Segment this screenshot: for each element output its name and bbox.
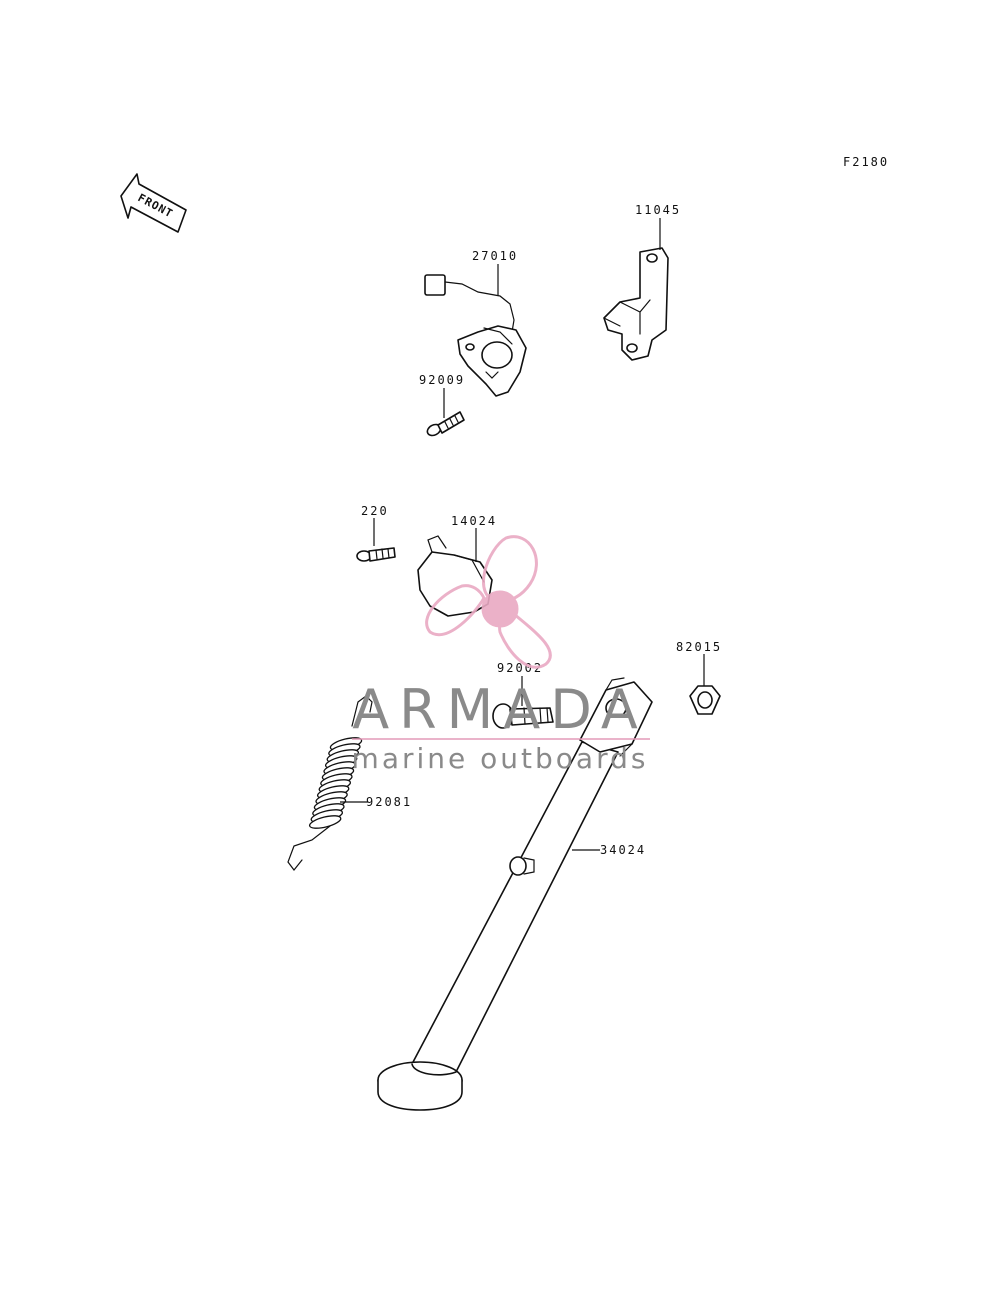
spring-coil — [308, 815, 342, 829]
callout-14024: 14024 — [451, 514, 497, 528]
callout-92002: 92002 — [497, 661, 543, 675]
side-stand-34024 — [377, 677, 653, 1111]
callout-34024: 34024 — [600, 843, 646, 857]
callout-220: 220 — [361, 504, 389, 518]
bracket-11045 — [603, 247, 669, 361]
callout-27010: 27010 — [472, 249, 518, 263]
watermark-subtitle: marine outboards — [352, 742, 649, 775]
screw-220 — [356, 547, 396, 562]
propeller-logo-icon — [425, 535, 552, 669]
callout-92009: 92009 — [419, 373, 465, 387]
watermark-title: ARMADA — [352, 678, 648, 741]
spring-92081 — [287, 695, 373, 871]
callout-92081: 92081 — [366, 795, 412, 809]
front-arrow-icon: FRONT — [120, 173, 187, 233]
callout-11045: 11045 — [635, 203, 681, 217]
screw-92009 — [426, 411, 465, 437]
nut-82015 — [689, 685, 721, 715]
bolt-92002 — [492, 703, 554, 729]
side-stand-switch-27010 — [424, 274, 527, 397]
diagram-code: F2180 — [843, 155, 889, 169]
callout-82015: 82015 — [676, 640, 722, 654]
